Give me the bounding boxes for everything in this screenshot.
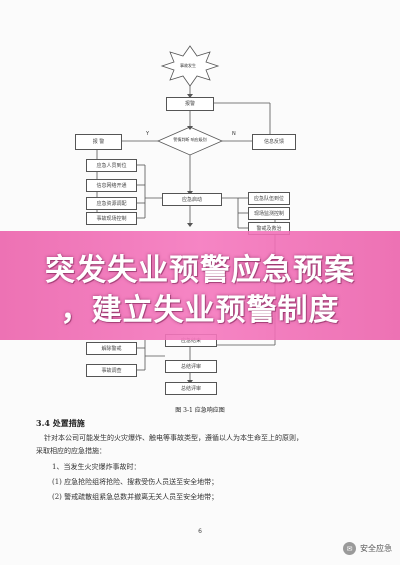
flow-center-box: 应急启动 [162, 193, 222, 206]
flow-final-item: 总结评审 [165, 382, 217, 395]
flow-left-bottom-item: 事故调查 [86, 364, 137, 377]
flow-end-item: 总结评审 [165, 360, 217, 373]
flow-judge-label: 警情判断 响应级别 [173, 137, 207, 142]
flow-left-item: 应急人员到位 [86, 159, 137, 172]
flow-start-label: 事故发生 [180, 63, 196, 68]
flow-n-label: N [232, 131, 236, 137]
page-number: 6 [198, 528, 202, 535]
flow-right-item: 应急队伍到位 [248, 192, 290, 205]
flow-left-bottom-item: 解除警戒 [86, 342, 137, 355]
flow-left-item: 事故现场控制 [86, 212, 137, 225]
flow-left-item: 应急资源调配 [86, 197, 137, 210]
section-heading: 3.4 处置措施 [36, 418, 85, 428]
title-banner: 突发失业预警应急预案 ，建立失业预警制度 [0, 231, 400, 340]
flow-left-item: 信息网络开通 [86, 179, 137, 192]
flow-info-box: 信息反馈 [252, 134, 296, 150]
judge-diamond [157, 126, 223, 156]
watermark-text: 安全应急 [360, 544, 392, 553]
banner-title-line-2: ，建立失业预警制度 [60, 293, 340, 328]
flow-alarm-box: 报 警 [75, 134, 122, 150]
flow-right-item: 现场监测控制 [248, 207, 290, 220]
start-burst-shape [160, 45, 220, 87]
flowchart-lines [96, 45, 276, 384]
list-item: 1、当发生火灾爆炸事故时： [52, 463, 141, 471]
list-item: (2) 警戒疏散组紧急总数并撤离无关人员至安全地带； [52, 493, 219, 501]
banner-title-line-1: 突发失业预警应急预案 [45, 253, 355, 288]
figure-caption: 图 3-1 应急响应图 [175, 407, 225, 414]
body-paragraph: 针对本公司可能发生的火灾爆炸、触电等事故类型，遵循以人为本生命至上的原则， [44, 434, 303, 442]
wechat-icon: ✉ [343, 542, 356, 555]
body-paragraph: 采取相应的应急措施： [36, 447, 106, 455]
list-item: (1) 应急抢险组将抢险、搜救受伤人员送至安全地带； [52, 478, 219, 486]
watermark: ✉ 安全应急 [343, 542, 392, 555]
flow-y-label: Y [146, 131, 150, 137]
flow-report-box: 报警 [166, 97, 214, 111]
